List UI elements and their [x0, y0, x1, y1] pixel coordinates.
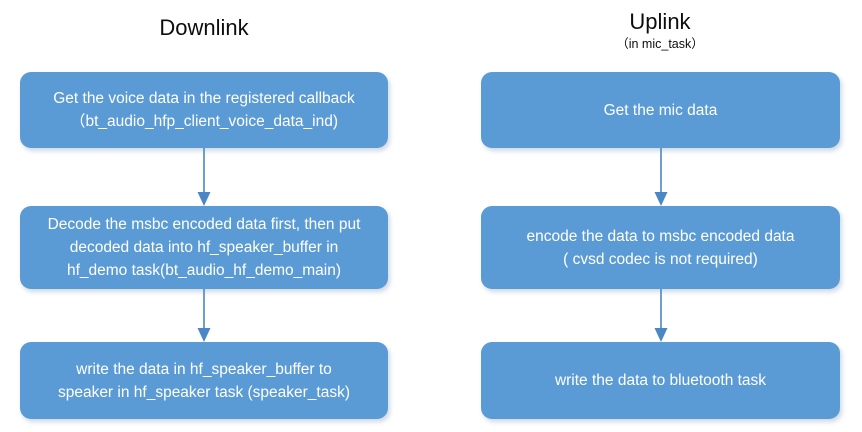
node-get-mic-data[interactable]: Get the mic data: [481, 72, 840, 148]
arrow-down-icon: [651, 289, 671, 343]
arrow-down-icon: [194, 289, 214, 343]
uplink-column-subtitle: （in mic_task）: [616, 37, 704, 51]
node-encode-msbc-data[interactable]: encode the data to msbc encoded data ( c…: [481, 206, 840, 289]
node-decode-msbc-data[interactable]: Decode the msbc encoded data first, then…: [20, 206, 388, 289]
node-label: Decode the msbc encoded data first, then…: [47, 216, 361, 279]
node-get-voice-data[interactable]: Get the voice data in the registered cal…: [20, 72, 388, 148]
arrow-down-icon: [651, 148, 671, 207]
arrow-down-icon: [194, 148, 214, 207]
node-write-to-speaker[interactable]: write the data in hf_speaker_buffer to s…: [20, 342, 388, 419]
uplink-column-title: Uplink: [629, 9, 691, 34]
node-label: encode the data to msbc encoded data ( c…: [526, 227, 795, 268]
node-label: write the data to bluetooth task: [554, 372, 767, 389]
node-label: Get the voice data in the registered cal…: [53, 90, 355, 130]
downlink-column-title: Downlink: [159, 15, 249, 40]
node-label: write the data in hf_speaker_buffer to s…: [57, 360, 351, 401]
node-write-to-bluetooth-task[interactable]: write the data to bluetooth task: [481, 342, 840, 419]
node-label: Get the mic data: [603, 101, 718, 119]
